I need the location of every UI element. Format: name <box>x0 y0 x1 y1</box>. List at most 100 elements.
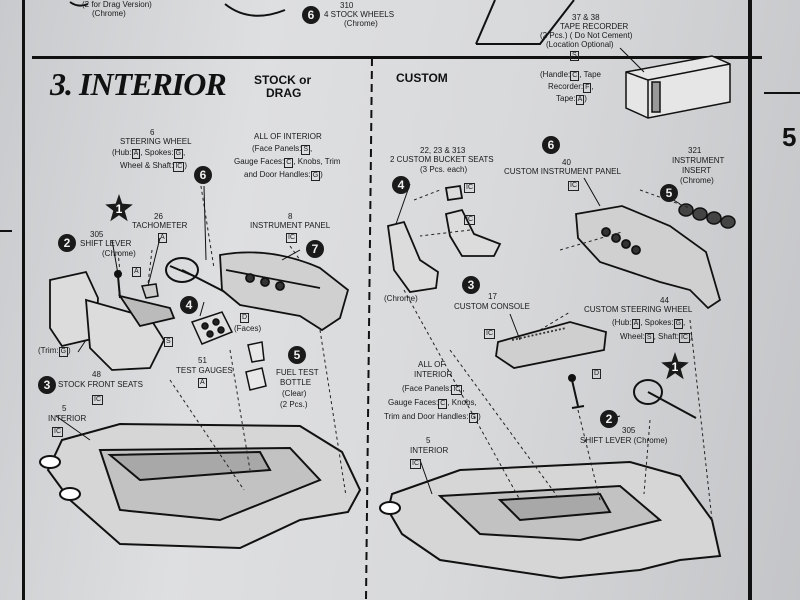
tape-recorder-recorder-line: Recorder:F, <box>548 82 594 93</box>
stock-all-interior-door-line: and Door Handles:G) <box>244 170 323 181</box>
close: ) <box>689 332 693 341</box>
tachometer-label: TACHOMETER <box>132 221 188 230</box>
code-box: S <box>301 145 311 155</box>
code-box: A <box>132 267 141 277</box>
shaft-label: Wheel & Shaft: <box>120 161 174 170</box>
stock-wheels-finish: (Chrome) <box>344 19 378 28</box>
tachometer-code: A <box>158 232 167 243</box>
stock-all-interior-gauge-line: Gauge Faces:C, Knobs, Trim <box>234 157 340 168</box>
spokes-label: , Spokes: <box>640 318 674 327</box>
knobs-label: , Knobs, <box>447 398 477 407</box>
wheel-label: Wheel: <box>620 332 645 341</box>
stock-steering-part-number: 6 <box>150 128 155 137</box>
stock-shift-label: SHIFT LEVER <box>80 239 132 248</box>
stock-all-interior-title: ALL OF INTERIOR <box>254 132 322 141</box>
code-box: C <box>284 158 294 168</box>
test-gauges-code: A <box>198 377 207 388</box>
code-box: A <box>198 378 207 388</box>
code-box: IC <box>484 329 495 339</box>
code-box: D <box>240 313 250 323</box>
step-marker-stock-seats: 3 <box>38 376 56 394</box>
handle-label: (Handle: <box>540 70 571 79</box>
stock-seats-label: STOCK FRONT SEATS <box>58 380 143 389</box>
custom-all-interior-face-line: (Face Panels:IC, <box>402 384 465 395</box>
console-code: IC <box>484 328 495 339</box>
code-box: G <box>173 149 184 159</box>
code-box: D <box>592 369 602 379</box>
bucket-seats-label: 2 CUSTOM BUCKET SEATS <box>390 155 494 164</box>
code-box: IC <box>678 333 690 343</box>
step-marker-stock-wheels: 6 <box>302 6 320 24</box>
bucket-seats-code-1: IC <box>464 182 475 193</box>
bucket-seats-chrome: (Chrome) <box>384 294 418 303</box>
step-marker-custom-shift: 2 <box>600 410 618 428</box>
code-box: F <box>583 83 592 93</box>
test-gauges-part-number: 51 <box>198 356 207 365</box>
step-marker-stock-shift: 2 <box>58 234 76 252</box>
door-label: Trim and Door Handles: <box>384 412 469 421</box>
tape-recorder-code: S <box>570 50 579 61</box>
gauge-label: Gauge Faces: <box>234 157 285 166</box>
right-border-line <box>748 0 752 600</box>
custom-heading: CUSTOM <box>396 71 448 85</box>
gauge-label: Gauge Faces: <box>388 398 439 407</box>
stock-seats-part-number: 48 <box>92 370 101 379</box>
stock-interior-label: INTERIOR <box>48 414 87 423</box>
code-box: C <box>438 399 448 409</box>
gauge-faces-code: D <box>240 312 250 323</box>
tape-label: , Tape <box>579 70 601 79</box>
far-left-rule <box>0 230 12 232</box>
code-box: A <box>575 95 585 105</box>
top-border-line <box>32 56 762 59</box>
stock-all-interior-face-line: (Face Panels:S, <box>252 144 312 155</box>
fuel-bottle-label-1: FUEL TEST <box>276 368 319 377</box>
fuel-bottle-label-4: (2 Pcs.) <box>280 400 308 409</box>
gauge-faces-label: (Faces) <box>234 324 262 333</box>
drag-heading: DRAG <box>266 86 302 100</box>
code-box: IC <box>568 181 579 191</box>
stock-panel-part-number: 8 <box>288 212 293 221</box>
code-box: S <box>164 337 173 347</box>
stock-steering-hub-line: (Hub:A, Spokes:G, <box>112 148 185 159</box>
stock-interior-code: IC <box>52 426 63 437</box>
stock-interior-part-number: 5 <box>62 404 67 413</box>
stock-shift-part-number: 305 <box>90 230 104 239</box>
trim-label: (Trim: <box>38 346 59 355</box>
drag-version-note: (2 for Drag Version) <box>82 0 152 9</box>
code-box: G <box>58 347 69 357</box>
tape-recorder-tape-line: Tape:A) <box>556 94 587 105</box>
insert-part-number: 321 <box>688 146 702 155</box>
hub-label: (Hub: <box>612 318 632 327</box>
tape-recorder-note: (2 Pcs.) ( Do Not Cement) <box>540 31 633 40</box>
custom-shift-part-number: 305 <box>622 426 636 435</box>
fuel-bottle-label-3: (Clear) <box>282 389 307 398</box>
custom-panel-part-number: 40 <box>562 158 571 167</box>
step-marker-custom-panel: 6 <box>542 136 560 154</box>
code-box: IC <box>410 459 421 469</box>
code-box: S <box>644 333 654 343</box>
stock-steering-label: STEERING WHEEL <box>120 137 192 146</box>
stock-wheels-label: 4 STOCK WHEELS <box>324 10 395 19</box>
custom-steering-label: CUSTOM STEERING WHEEL <box>584 305 693 314</box>
right-page-rule <box>764 92 800 94</box>
code-box: IC <box>464 183 475 193</box>
stock-wheels-part-number: 310 <box>340 1 354 10</box>
code-box: A <box>131 149 141 159</box>
test-gauges-label: TEST GAUGES <box>176 366 233 375</box>
code-box: IC <box>286 233 297 243</box>
shaft-label: , Shaft: <box>653 332 679 341</box>
stock-panel-label: INSTRUMENT PANEL <box>250 221 331 230</box>
custom-all-interior-gauge-line: Gauge Faces:C, Knobs, <box>388 398 477 409</box>
custom-steering-hub-line: (Hub:A, Spokes:G, <box>612 318 685 329</box>
custom-panel-label: CUSTOM INSTRUMENT PANEL <box>504 167 621 176</box>
step-marker-console: 3 <box>462 276 480 294</box>
face-label: (Face Panels: <box>402 384 452 393</box>
code-box: IC <box>173 162 185 172</box>
knobs-label: , Knobs, Trim <box>293 157 341 166</box>
insert-label-1: INSTRUMENT <box>672 156 725 165</box>
seat-s-code: S <box>164 336 173 347</box>
stock-steering-shaft-line: Wheel & Shaft:IC) <box>120 161 187 172</box>
custom-interior-part-number: 5 <box>426 436 431 445</box>
code-box: A <box>158 233 167 243</box>
